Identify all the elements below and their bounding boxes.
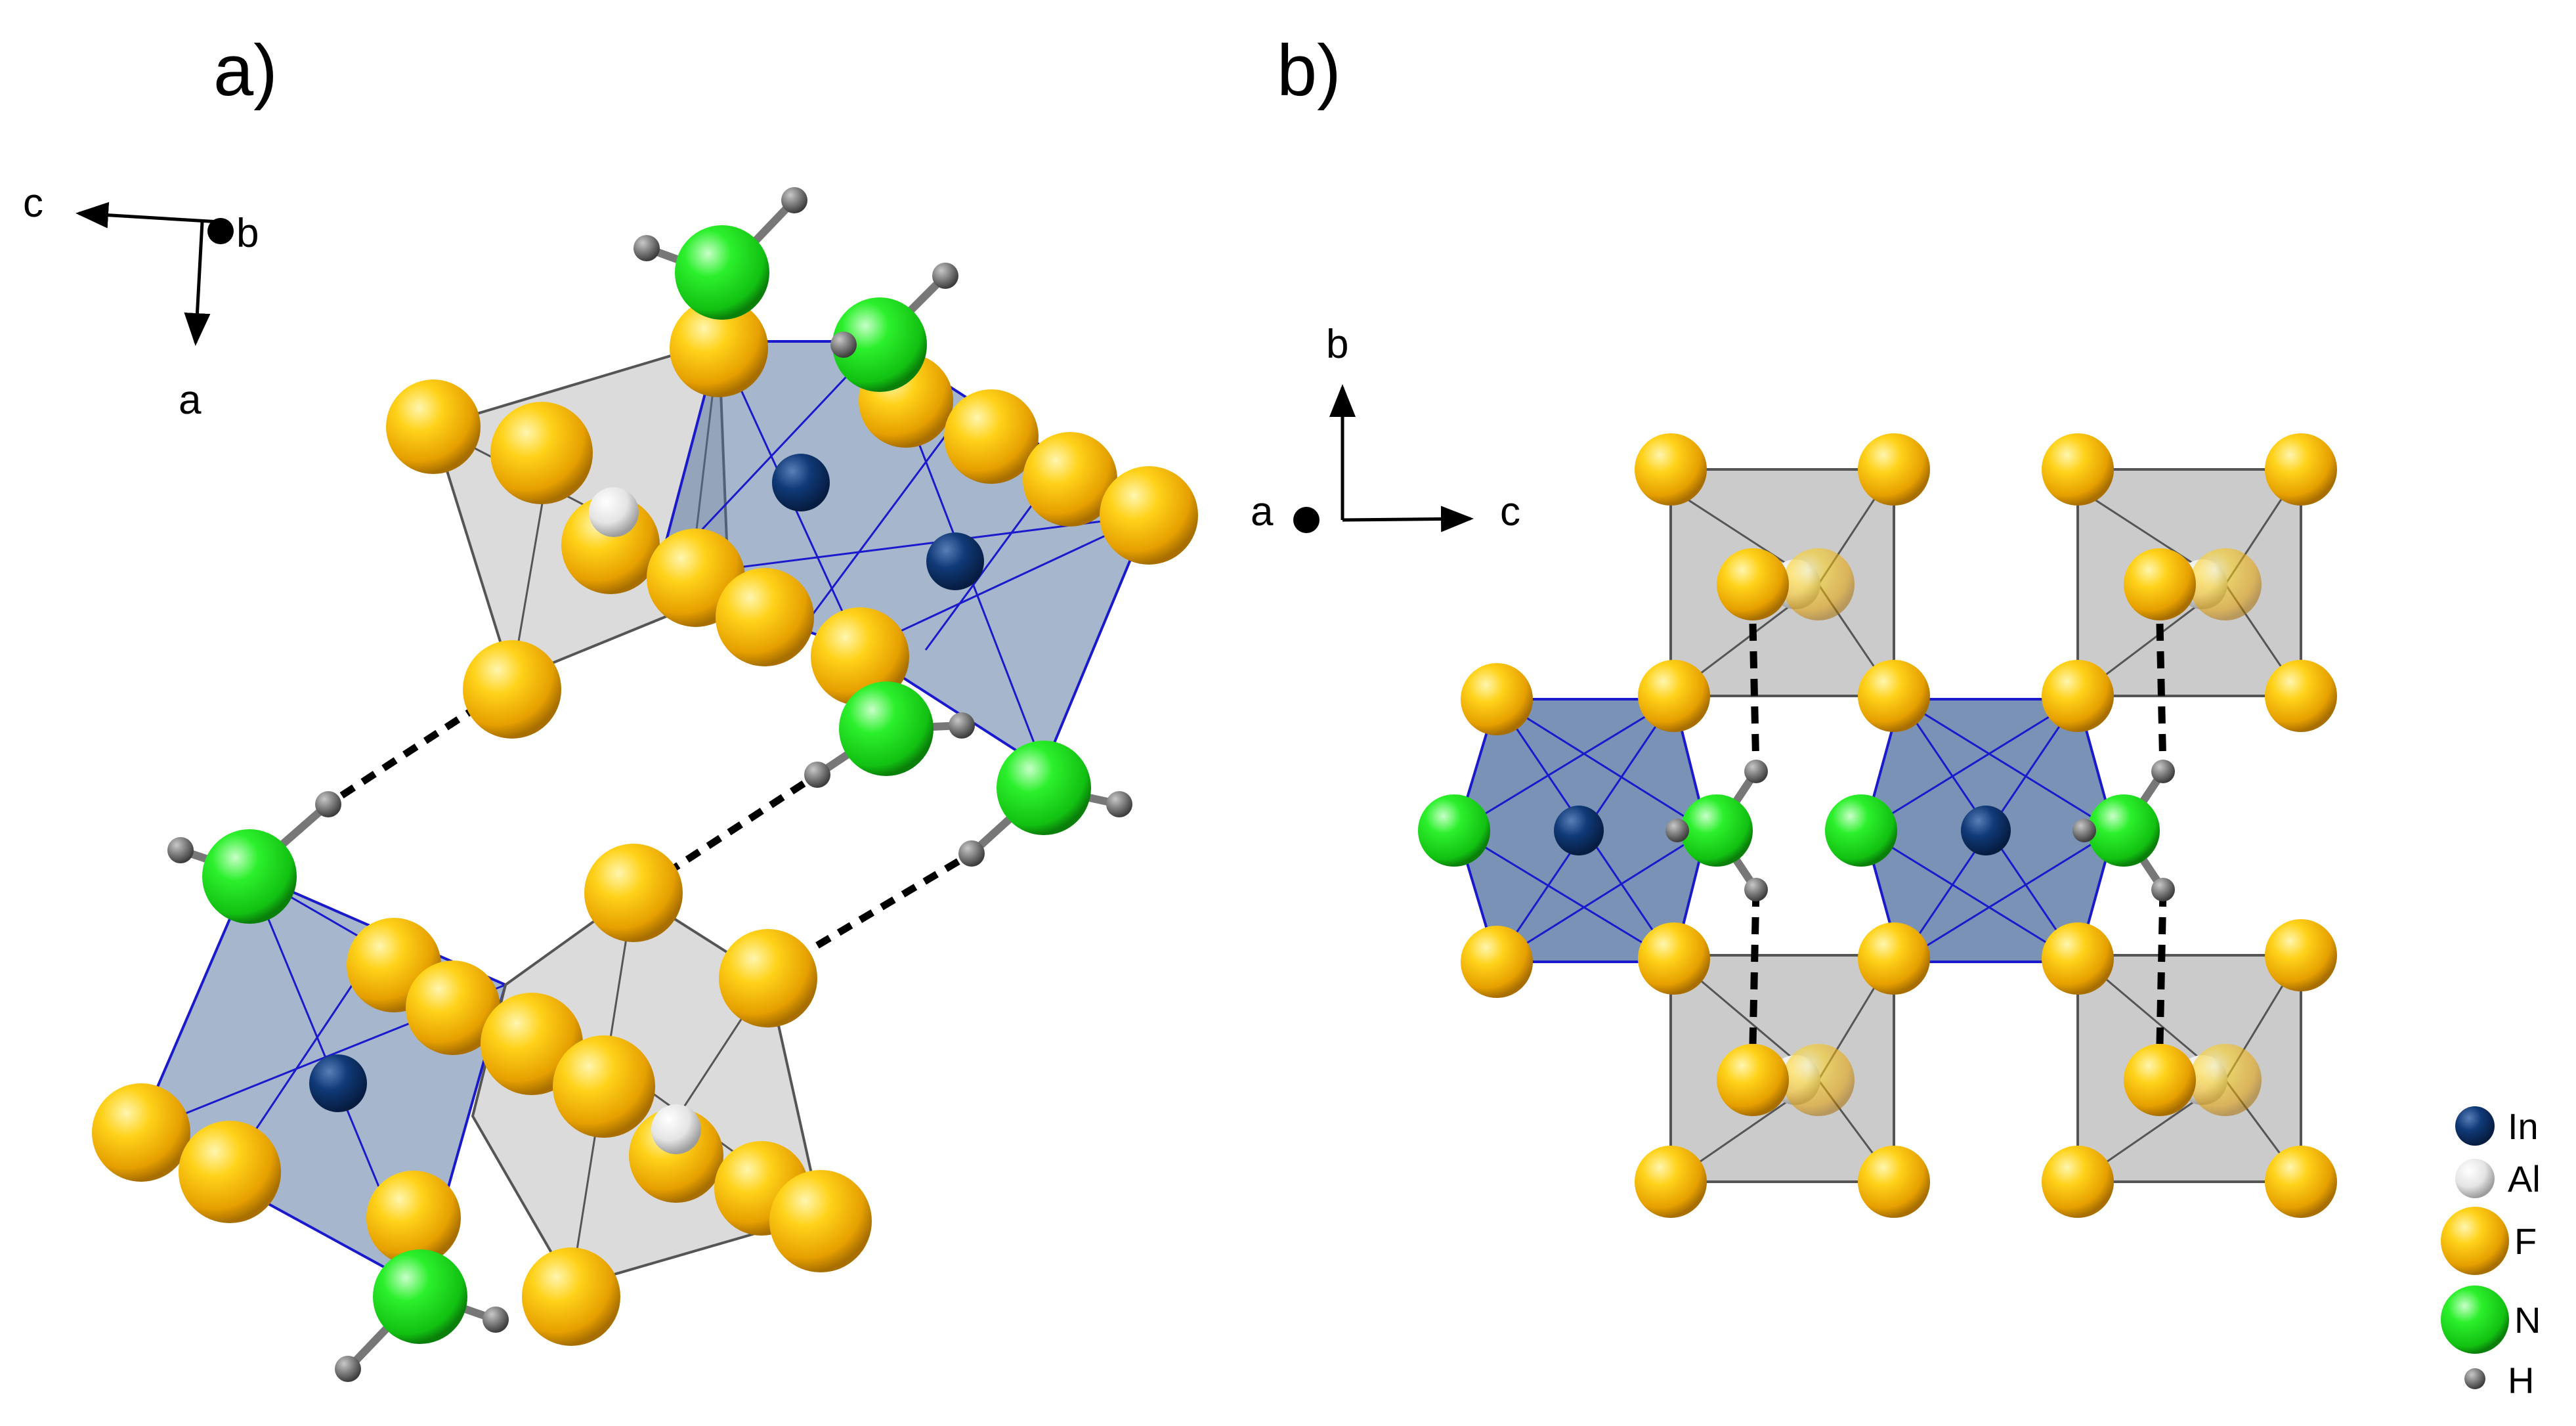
axes-indicator-a: c b a	[23, 181, 259, 423]
panel-a-label: a)	[213, 30, 278, 111]
axis-a-label: a	[179, 378, 202, 423]
panel-b-structure	[1418, 433, 2337, 1218]
legend-al-label: Al	[2508, 1158, 2541, 1199]
panel-a-structure	[92, 187, 1198, 1382]
legend-h-label: H	[2508, 1360, 2534, 1401]
hydrogen-atoms-b	[1665, 760, 2175, 901]
legend-h-icon	[2464, 1368, 2485, 1389]
legend-al-icon	[2455, 1159, 2495, 1198]
axis-b-dot-icon	[207, 218, 234, 244]
in-atom	[1961, 806, 2011, 855]
in-atom	[309, 1054, 367, 1112]
hydrogen-bond	[326, 702, 482, 808]
al-atom	[651, 1104, 701, 1154]
axis-b-label: b	[236, 211, 259, 256]
axis-c-label-b: c	[1500, 489, 1520, 534]
hydrogen-bond	[1749, 623, 1760, 772]
fluorine-atoms-b	[1461, 433, 2337, 1218]
axis-a-dot-icon	[1293, 507, 1320, 533]
legend-in-icon	[2455, 1106, 2495, 1146]
legend-in-label: In	[2508, 1106, 2539, 1147]
panel-b-label: b)	[1277, 30, 1341, 111]
nitrogen-atoms-b	[1418, 794, 2160, 867]
legend-n-icon	[2441, 1286, 2509, 1354]
axes-indicator-b: b a c	[1251, 322, 1520, 534]
legend: In Al F N H	[2441, 1106, 2541, 1401]
axis-b-label-b: b	[1326, 322, 1348, 367]
in-atom	[772, 454, 830, 511]
legend-f-label: F	[2514, 1221, 2537, 1262]
legend-f-icon	[2441, 1207, 2509, 1275]
axis-a-label-b: a	[1251, 489, 1274, 534]
fluorine-atoms-upper-a	[386, 299, 1198, 739]
in-atom	[926, 532, 984, 590]
hydrogen-bond	[2156, 623, 2167, 772]
hydrogen-bond	[664, 771, 820, 876]
in-atom	[1554, 806, 1604, 855]
hydrogen-atoms-a	[167, 187, 1132, 1382]
nitrogen-atoms-a	[202, 225, 1091, 1344]
legend-n-label: N	[2514, 1299, 2541, 1341]
hydrogen-bond	[815, 850, 974, 949]
axis-c-label: c	[23, 181, 43, 226]
al-atom	[589, 487, 639, 537]
